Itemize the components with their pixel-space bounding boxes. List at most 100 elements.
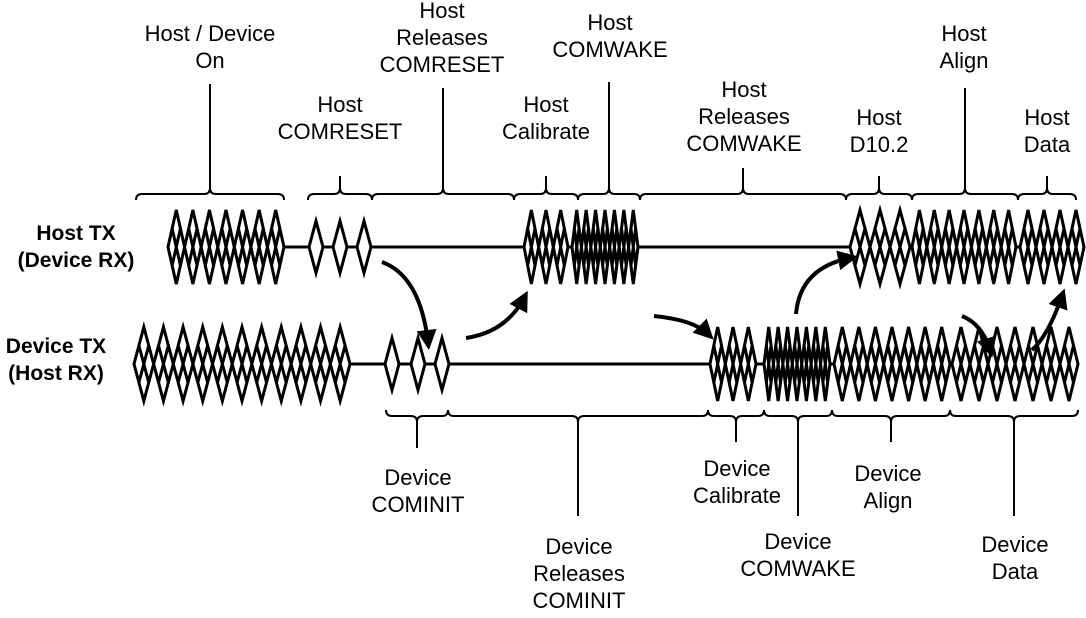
label-text: COMWAKE — [552, 37, 668, 62]
brace-host-device-on — [135, 84, 285, 201]
lane-label-host-tx: Host TX (Device RX) — [18, 220, 135, 274]
label-text: Host / Device — [144, 21, 276, 46]
label-device-align: Device Align — [854, 460, 921, 514]
label-text: D10.2 — [849, 132, 909, 157]
brace-device-comwake — [763, 409, 833, 516]
device-data-signal — [950, 326, 1080, 402]
label-host-comreset: Host COMRESET — [278, 91, 403, 145]
host-comwake-signal — [570, 209, 640, 285]
label-text: Data — [1023, 132, 1071, 157]
device-cominit-burst-1 — [409, 332, 427, 396]
label-text: Host — [856, 105, 902, 130]
lane-host-line1: Host TX — [36, 222, 116, 245]
label-text: Host — [419, 0, 465, 23]
device-calibrate-signal — [708, 326, 758, 402]
label-text: Releases — [698, 104, 790, 129]
label-host-d10-2: Host D10.2 — [850, 104, 909, 158]
host-data-signal-eyes — [1018, 209, 1086, 285]
label-device-calibrate: Device Calibrate — [693, 455, 781, 509]
device-align-signal-eyes — [832, 326, 952, 402]
brace-device-releases-cominit — [447, 409, 709, 516]
label-text: Device — [545, 534, 613, 559]
label-text: COMWAKE — [686, 131, 802, 156]
label-text: Releases — [396, 25, 488, 50]
label-text: COMRESET — [379, 52, 505, 77]
brace-host-calibrate — [513, 176, 579, 201]
brace-host-align — [911, 88, 1019, 201]
arrow-align-to-device-data — [961, 314, 997, 358]
brace-host-d10-2 — [845, 176, 913, 201]
label-host-data: Host Data — [1024, 104, 1070, 158]
arrow-comreset-to-cominit — [381, 260, 437, 350]
host-comreset-burst-1 — [331, 215, 349, 279]
label-text: COMWAKE — [740, 556, 856, 581]
label-text: Device — [384, 465, 452, 490]
brace-host-comwake — [577, 82, 641, 201]
brace-host-releases-comreset — [371, 88, 515, 201]
label-text: Host — [317, 92, 363, 117]
device-comwake-signal — [762, 326, 832, 402]
label-text: COMRESET — [277, 119, 403, 144]
arrow-comwake-to-device — [653, 314, 714, 340]
brace-host-releases-comwake — [639, 168, 847, 201]
arrow-device-data-to-host-data — [1030, 288, 1068, 352]
label-host-calibrate: Host Calibrate — [502, 91, 590, 145]
label-host-align: Host Align — [940, 20, 989, 74]
brace-device-cominit — [385, 409, 449, 448]
host-calibrate-signal-eyes — [522, 209, 570, 285]
label-host-device-on: Host / Device On — [145, 20, 276, 74]
label-text: Releases — [533, 561, 625, 586]
host-d10-2-signal-eyes — [848, 204, 912, 290]
host-power-on-signal — [166, 209, 286, 285]
lane-device-line2: (Host RX) — [8, 362, 104, 385]
device-comwake-signal-eyes — [762, 326, 832, 402]
host-comreset-burst-0 — [307, 215, 325, 279]
label-text: Host — [587, 10, 633, 35]
label-text: Calibrate — [692, 483, 782, 508]
arrow-cominit-to-calibrate — [465, 290, 528, 340]
label-text: Host — [721, 77, 767, 102]
lane-device-line1: Device TX — [5, 335, 107, 358]
label-text: Device — [764, 529, 832, 554]
label-text: Host — [1024, 105, 1070, 130]
label-device-releases-cominit: Device Releases COMINIT — [533, 533, 626, 614]
label-text: COMINIT — [532, 588, 626, 613]
label-text: Align — [939, 48, 989, 73]
device-align-signal — [832, 326, 952, 402]
device-cominit-burst-2 — [433, 332, 451, 396]
label-host-releases-comwake: Host Releases COMWAKE — [686, 76, 801, 157]
device-cominit-burst-0 — [383, 332, 401, 396]
device-calibrate-signal-eyes — [708, 326, 758, 402]
label-text: Host — [523, 92, 569, 117]
brace-host-data — [1017, 176, 1077, 201]
lane-host-line2: (Device RX) — [17, 249, 135, 272]
label-host-releases-comreset: Host Releases COMRESET — [380, 0, 505, 78]
lane-label-device-tx: Device TX (Host RX) — [6, 333, 106, 387]
label-device-cominit: Device COMINIT — [372, 464, 465, 518]
label-text: Data — [991, 559, 1039, 584]
label-text: COMINIT — [371, 492, 465, 517]
label-text: Device — [981, 532, 1049, 557]
label-text: Align — [863, 488, 913, 513]
label-text: Device — [854, 461, 922, 486]
label-device-data: Device Data — [981, 531, 1048, 585]
label-host-comwake: Host COMWAKE — [552, 9, 667, 63]
brace-device-calibrate — [707, 409, 765, 442]
label-text: Calibrate — [501, 119, 591, 144]
label-device-comwake: Device COMWAKE — [740, 528, 855, 582]
host-d10-2-signal — [848, 204, 912, 290]
host-power-on-signal-eyes — [166, 209, 286, 285]
host-comwake-signal-eyes — [570, 209, 640, 285]
label-text: Host — [941, 21, 987, 46]
device-power-on-signal — [132, 321, 352, 407]
device-power-on-signal-eyes — [132, 321, 352, 407]
host-align-signal — [910, 209, 1018, 285]
arrow-device-to-d10-2 — [794, 250, 858, 315]
label-text: Device — [703, 456, 771, 481]
brace-device-align — [831, 409, 951, 442]
label-text: On — [195, 48, 225, 73]
host-comreset-burst-2 — [355, 215, 373, 279]
brace-device-data — [949, 409, 1079, 516]
